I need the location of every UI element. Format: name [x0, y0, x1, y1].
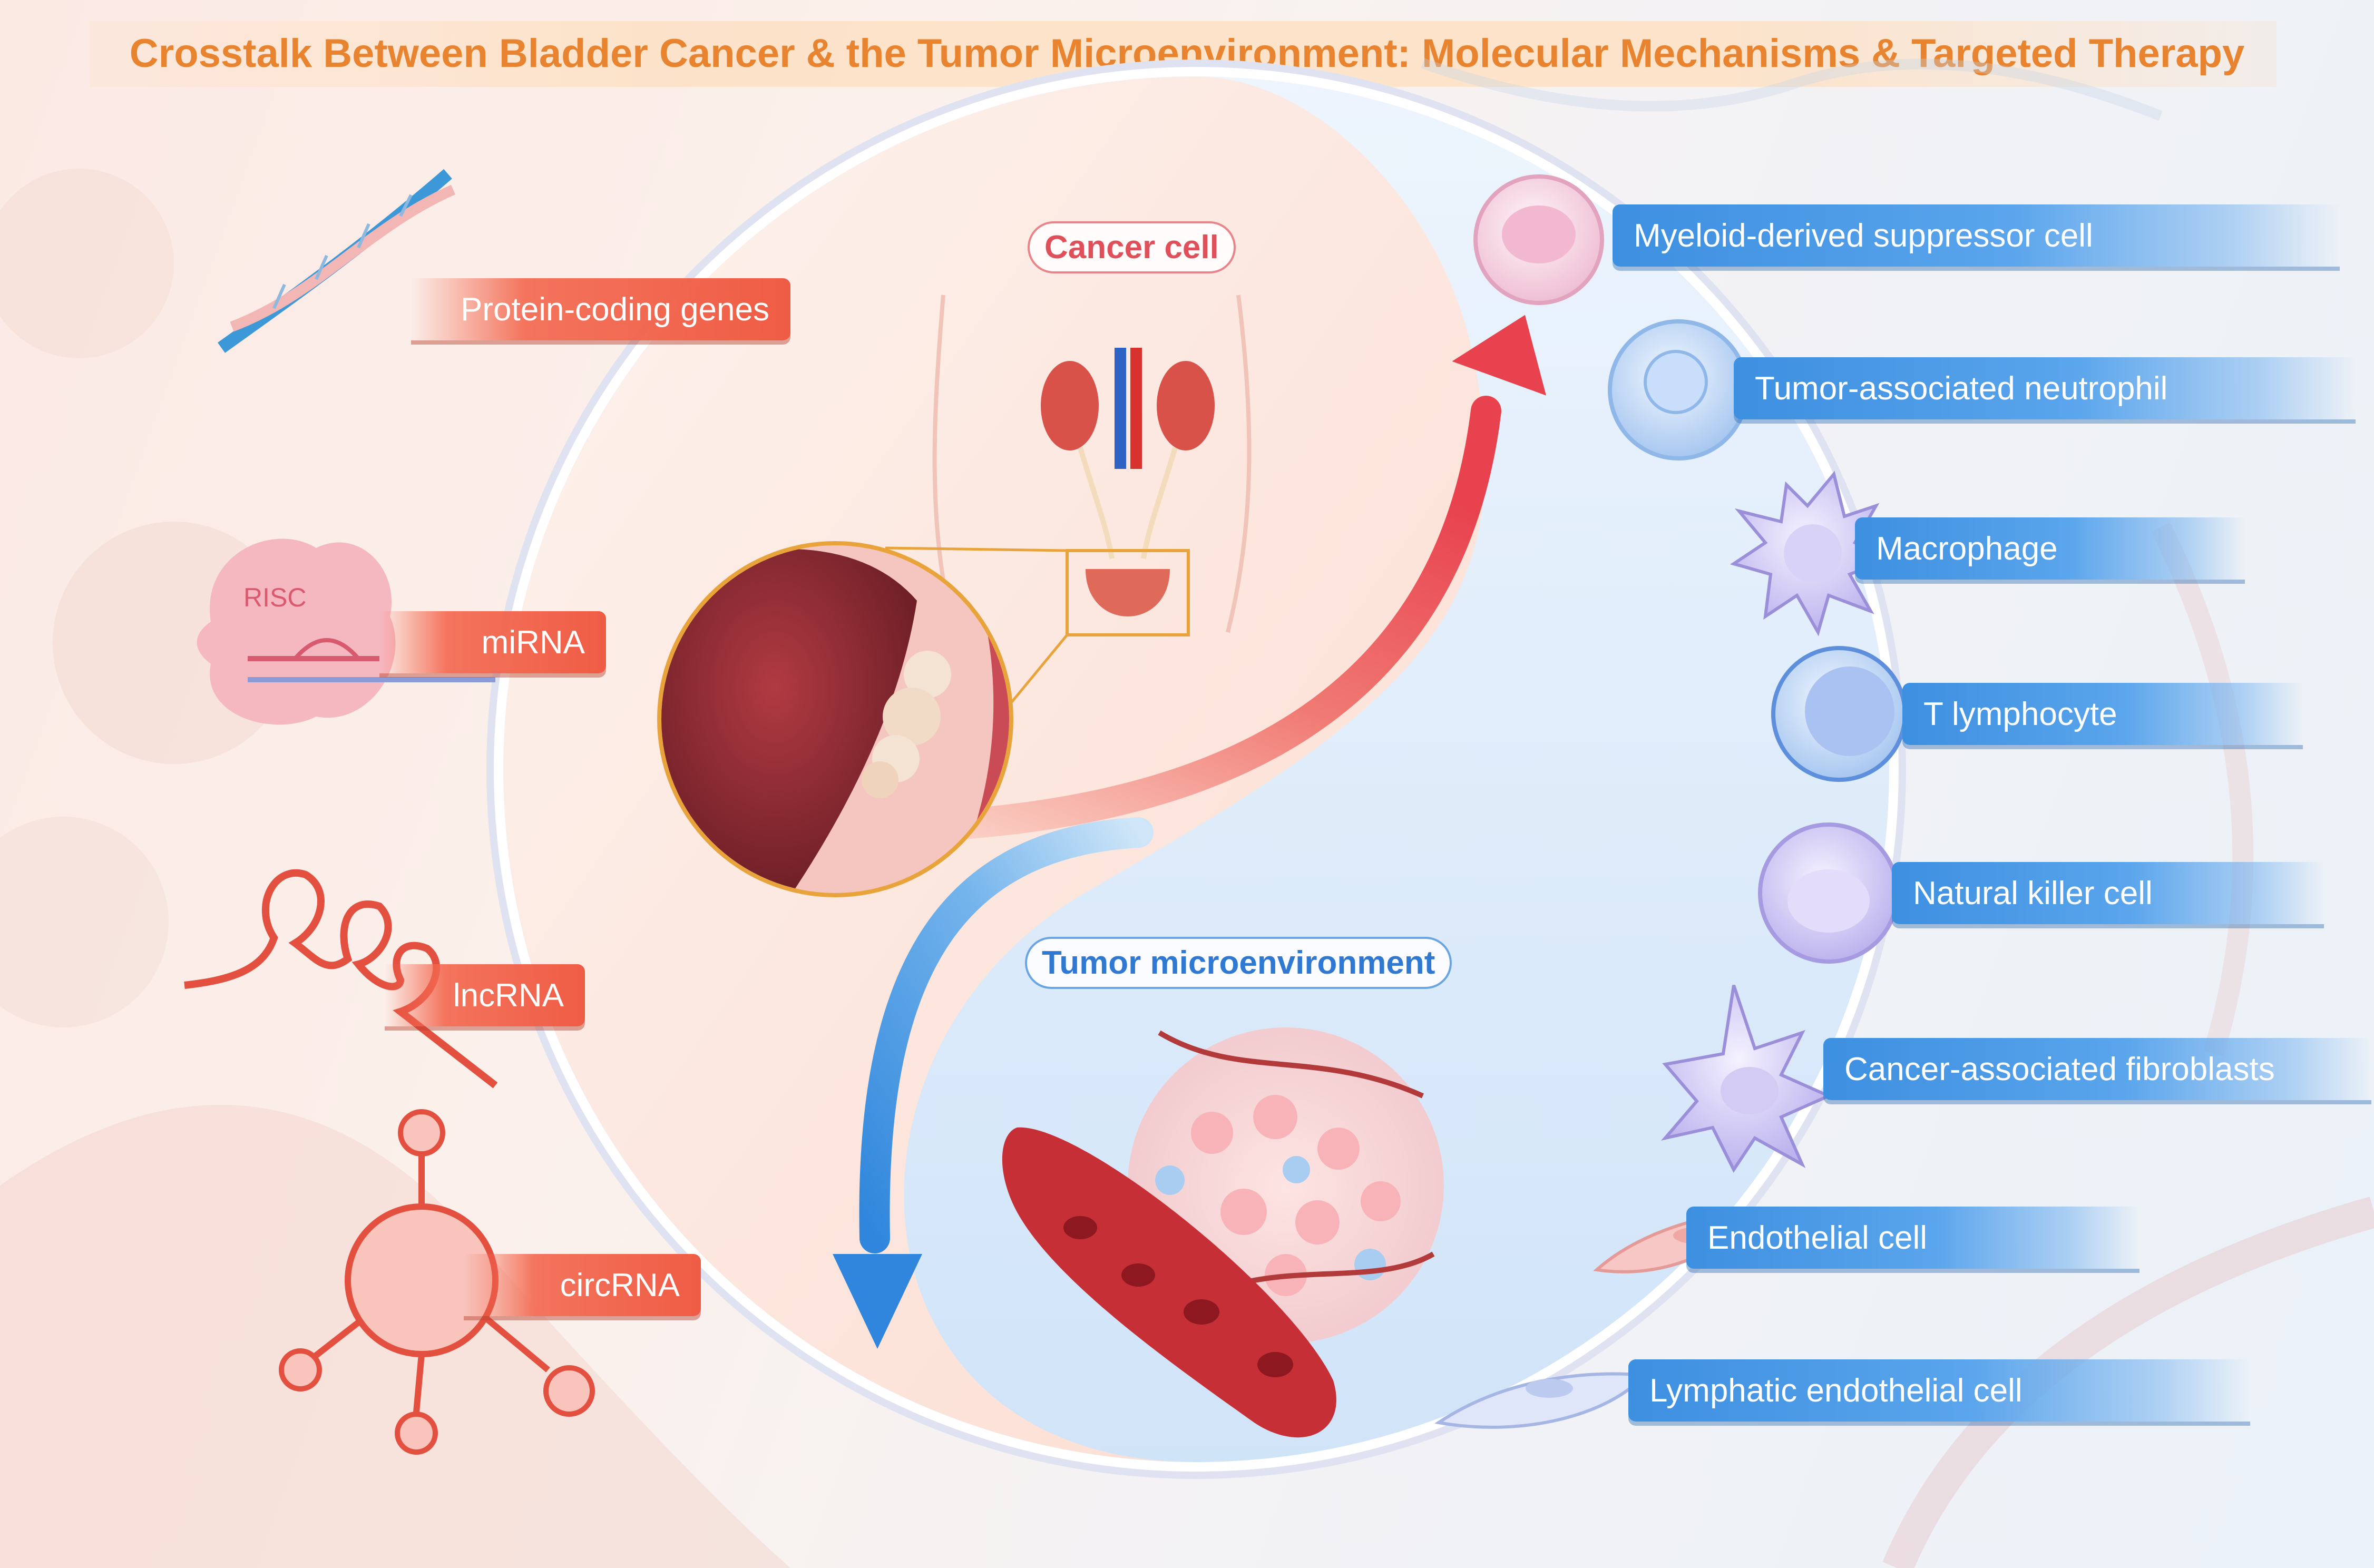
endothelial-cell-label: Endothelial cell [1686, 1207, 2139, 1269]
fibroblast-icon [1660, 985, 1833, 1173]
t-lymphocyte-label: T lymphocyte [1902, 683, 2303, 745]
circrna-label: circRNA [464, 1254, 701, 1316]
urinary-system-illustration [868, 295, 1252, 876]
lymphatic-endothelial-cell-label: Lymphatic endothelial cell [1628, 1359, 2250, 1422]
mdsc-cell-icon [1473, 174, 1604, 305]
macrophage-label: Macrophage [1855, 517, 2245, 580]
lncrna-hairpin-icon [184, 869, 498, 1089]
macrophage-cell-icon [1730, 471, 1897, 636]
tme-illustration [1002, 1027, 1444, 1438]
risc-complex-icon [197, 538, 495, 725]
cancer-cell-label: Cancer cell [1028, 221, 1236, 273]
lncrna-label: lncRNA [385, 964, 585, 1026]
fibroblast-label: Cancer-associated fibroblasts [1823, 1038, 2371, 1100]
bladder-tumor-zoom [657, 541, 1013, 897]
protein-coding-genes-label: Protein-coding genes [411, 278, 790, 340]
nk-cell-label: Natural killer cell [1892, 862, 2324, 924]
tme-label: Tumor microenvironment [1025, 937, 1452, 989]
mdsc-label: Myeloid-derived suppressor cell [1613, 204, 2340, 267]
t-lymphocyte-icon [1771, 646, 1907, 782]
neutrophil-label: Tumor-associated neutrophil [1734, 357, 2356, 419]
circrna-icon [279, 1109, 595, 1455]
cancer-to-tme-arrow [891, 315, 1547, 842]
mirna-label: miRNA [379, 611, 606, 673]
tme-to-cancer-arrow [833, 817, 1154, 1349]
dna-icon [218, 169, 456, 353]
neutrophil-cell-icon [1608, 319, 1749, 460]
risc-label: RISC [243, 583, 307, 612]
nk-cell-icon [1758, 822, 1899, 964]
